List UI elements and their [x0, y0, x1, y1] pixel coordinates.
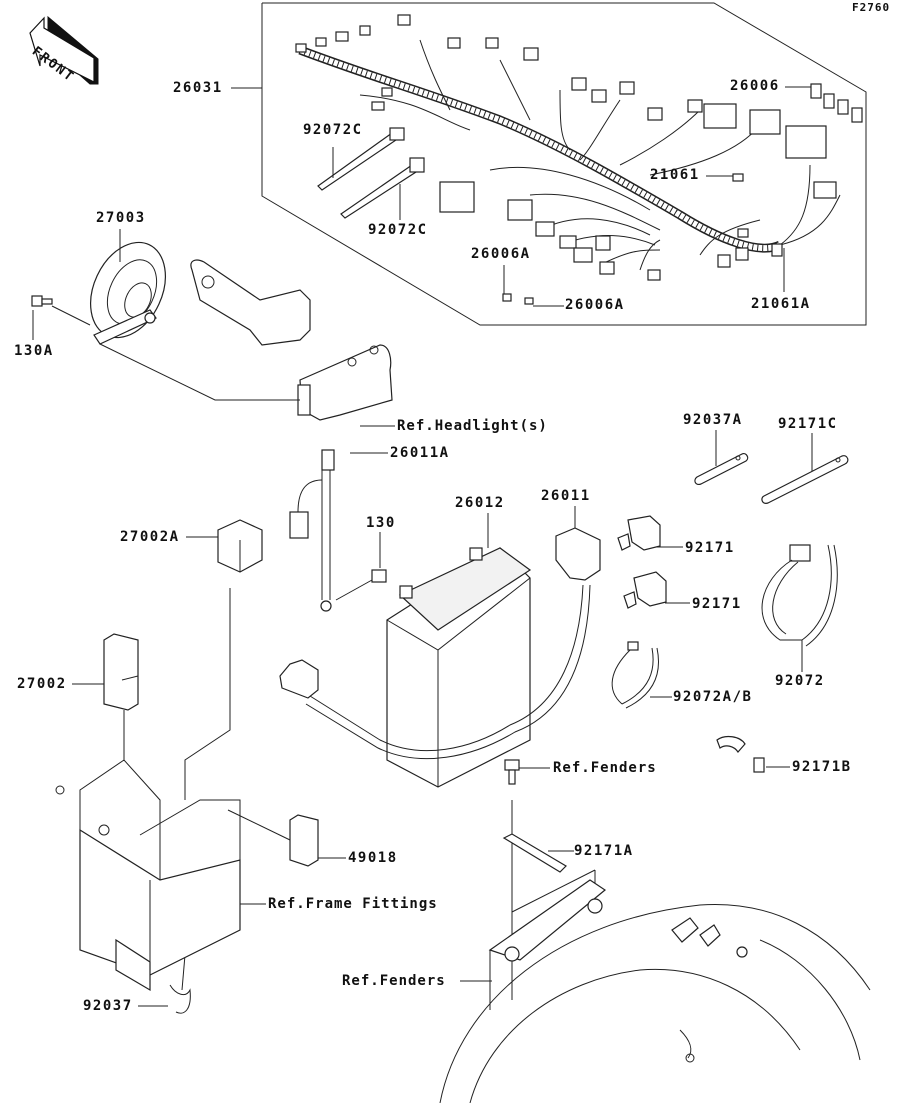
- part-label-26006A: 26006A: [471, 246, 531, 262]
- cable-26011: [279, 527, 601, 760]
- battery-case: [55, 759, 241, 1014]
- rear-fender: [439, 879, 871, 1103]
- part-label-92171: 92171: [685, 540, 735, 556]
- headlight-bracket: [190, 259, 393, 421]
- part-26006A-a: [502, 293, 512, 302]
- horn-27003: [90, 241, 166, 345]
- part-label-92072: 92072: [775, 673, 825, 689]
- wiring-harness: [295, 14, 841, 281]
- strap-92037A: [694, 453, 749, 485]
- leader-lines: [32, 86, 813, 1007]
- cable-tie-92072C-b: [340, 157, 425, 219]
- part-label-92171B: 92171B: [792, 759, 852, 775]
- part-label-26011: 26011: [541, 488, 591, 504]
- part-label-26006A: 26006A: [565, 297, 625, 313]
- strap-92171A: [502, 833, 567, 873]
- part-label-92171: 92171: [692, 596, 742, 612]
- battery-26012: [386, 547, 532, 788]
- reference-label-fenders: Ref.Fenders: [553, 760, 657, 776]
- part-label-26006: 26006: [730, 78, 780, 94]
- figure-id: F2760: [852, 1, 891, 14]
- part-label-26031: 26031: [173, 80, 223, 96]
- part-label-130: 130: [366, 515, 396, 531]
- relay-49018: [289, 814, 319, 867]
- part-label-92072AB: 92072A/B: [673, 689, 753, 705]
- part-21061: [732, 173, 744, 182]
- reference-label-frame-fittings: Ref.Frame Fittings: [268, 896, 438, 912]
- cable-26011A: [289, 449, 335, 612]
- bolt-130A: [31, 295, 53, 307]
- part-label-92171A: 92171A: [574, 843, 634, 859]
- part-label-27002A: 27002A: [120, 529, 180, 545]
- part-label-130A: 130A: [14, 343, 54, 359]
- part-label-92171C: 92171C: [778, 416, 838, 432]
- part-label-26011A: 26011A: [390, 445, 450, 461]
- reference-label-fenders: Ref.Fenders: [342, 973, 446, 989]
- part-label-21061: 21061: [650, 167, 700, 183]
- part-label-21061A: 21061A: [751, 296, 811, 312]
- strap-92171C: [761, 455, 849, 504]
- part-label-26012: 26012: [455, 495, 505, 511]
- relay-27002: [103, 633, 139, 711]
- part-label-92072C: 92072C: [303, 122, 363, 138]
- fuse-set: [810, 83, 863, 123]
- bolt-130: [335, 569, 387, 601]
- bolt-ref-fenders: [504, 759, 520, 785]
- part-26006A-b: [524, 297, 534, 305]
- part-label-27003: 27003: [96, 210, 146, 226]
- front-arrow-icon: [29, 15, 99, 85]
- part-label-27002: 27002: [17, 676, 67, 692]
- reference-label-headlight: Ref.Headlight(s): [397, 418, 548, 434]
- part-21061A: [771, 243, 783, 257]
- cable-tie-92072C-a: [317, 127, 405, 191]
- clamp-92171-a: [617, 515, 661, 551]
- band-92072: [761, 544, 838, 647]
- band-92072AB: [611, 641, 659, 709]
- part-label-92037A: 92037A: [683, 412, 743, 428]
- part-label-92037: 92037: [83, 998, 133, 1014]
- clip-92171B: [716, 735, 765, 773]
- part-label-92072C: 92072C: [368, 222, 428, 238]
- harness-group-outline: [261, 2, 867, 326]
- clamp-92171-b: [623, 571, 667, 609]
- part-label-49018: 49018: [348, 850, 398, 866]
- relay-27002A: [217, 519, 263, 573]
